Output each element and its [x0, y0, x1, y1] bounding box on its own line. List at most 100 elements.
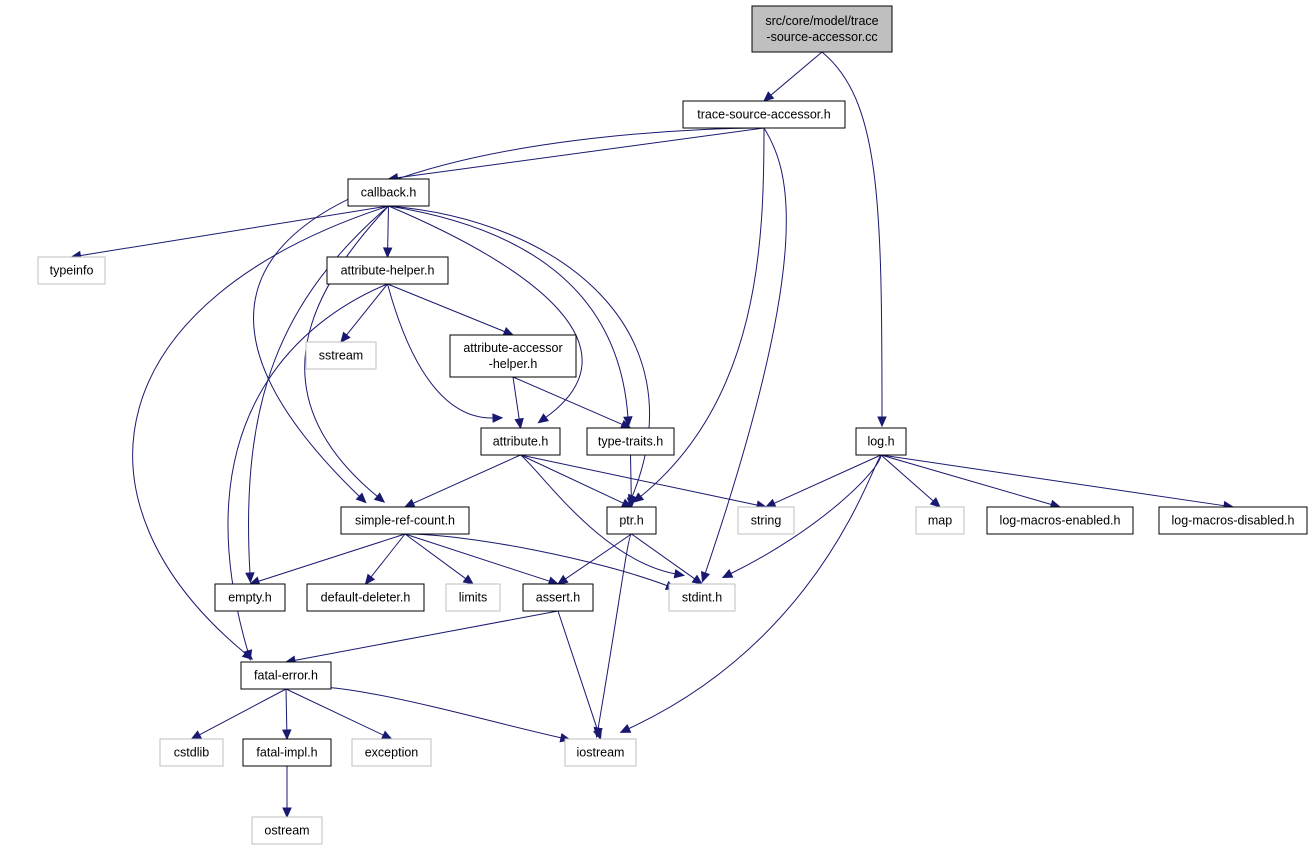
edge-type_traits_h-to-ptr_h	[626, 454, 637, 509]
node-box	[855, 427, 907, 456]
node-box	[242, 738, 332, 767]
node-label: log-macros-disabled.h	[1172, 514, 1295, 528]
node-log-md-h[interactable]: log-macros-disabled.h	[1158, 506, 1308, 535]
node-box	[347, 178, 430, 207]
edge-assert_h-to-fatal_error_h	[284, 610, 559, 665]
node-label: -source-accessor.cc	[766, 30, 877, 44]
edge-root-to-tsa_h	[763, 51, 823, 102]
node-label: cstdlib	[174, 746, 209, 760]
node-box	[251, 816, 323, 845]
edge-simple_ref_h-to-stdint_h	[404, 533, 677, 590]
edge-assert_h-to-iostream	[557, 610, 603, 741]
node-box	[449, 334, 577, 378]
node-label: stdint.h	[682, 591, 722, 605]
edge-log_h-to-stdint_h	[721, 454, 882, 579]
node-default-deleter-h[interactable]: default-deleter.h	[306, 583, 425, 612]
edge-root-to-log_h	[821, 51, 887, 428]
node-label: fatal-impl.h	[256, 746, 317, 760]
node-label: map	[928, 514, 952, 528]
node-fatal-error-h[interactable]: fatal-error.h	[240, 661, 332, 690]
edge-attr_helper_h-to-attribute_h	[387, 283, 504, 423]
node-label: default-deleter.h	[321, 591, 411, 605]
node-box	[915, 506, 965, 535]
node-box	[668, 583, 736, 612]
node-label: fatal-error.h	[254, 669, 318, 683]
edge-callback_h-to-attribute_h	[388, 205, 583, 424]
node-label: exception	[365, 746, 419, 760]
node-sstream: sstream	[305, 341, 377, 370]
node-label: string	[751, 514, 782, 528]
node-empty-h[interactable]: empty.h	[214, 583, 286, 612]
node-string: string	[737, 506, 795, 535]
node-ptr-h[interactable]: ptr.h	[606, 506, 657, 535]
node-box	[445, 583, 501, 612]
edge-callback_h-to-type_traits_h	[388, 205, 633, 428]
edge-attribute_h-to-simple_ref_h	[403, 454, 521, 508]
node-label: attribute-helper.h	[341, 264, 435, 278]
node-assert-h[interactable]: assert.h	[522, 583, 594, 612]
node-box	[751, 5, 893, 53]
node-label: trace-source-accessor.h	[697, 108, 830, 122]
node-box	[37, 256, 106, 285]
edge-log_h-to-iostream	[619, 454, 882, 733]
node-typeinfo: typeinfo	[37, 256, 106, 285]
node-log-me-h[interactable]: log-macros-enabled.h	[986, 506, 1134, 535]
edge-attr_helper_h-to-fatal_error_h	[227, 283, 388, 661]
node-box	[214, 583, 286, 612]
edge-fatal_error_h-to-exception	[285, 688, 393, 740]
node-label: src/core/model/trace	[765, 14, 878, 28]
node-label: attribute-accessor	[463, 341, 562, 355]
node-box	[522, 583, 594, 612]
node-label: ptr.h	[619, 514, 643, 528]
node-label: typeinfo	[50, 264, 94, 278]
edge-simple_ref_h-to-empty_h	[248, 533, 406, 586]
node-attr-acc-helper-h[interactable]: attribute-accessor-helper.h	[449, 334, 577, 378]
edge-attr_acc_helper_h-to-type_traits_h	[512, 376, 632, 429]
nodes-layer: src/core/model/trace -source-accessor.cc t…	[37, 5, 1308, 845]
node-box	[480, 427, 561, 456]
edge-tsa_h-to-callback_h	[387, 127, 765, 183]
node-root[interactable]: src/core/model/trace -source-accessor.cc	[751, 5, 893, 53]
node-box	[1158, 506, 1308, 535]
edge-log_h-to-map	[880, 454, 941, 508]
edge-attribute_h-to-stdint_h	[520, 454, 686, 579]
edge-callback_h-to-attr_helper_h	[382, 205, 393, 259]
node-label: ostream	[264, 824, 309, 838]
node-type-traits-h[interactable]: type-traits.h	[586, 427, 675, 456]
node-box	[606, 506, 657, 535]
edge-fatal_error_h-to-cstdlib	[190, 688, 287, 740]
node-label: limits	[459, 591, 487, 605]
node-box	[240, 661, 332, 690]
node-box	[351, 738, 432, 767]
node-attribute-h[interactable]: attribute.h	[480, 427, 561, 456]
node-label: empty.h	[228, 591, 272, 605]
edge-attribute_h-to-ptr_h	[520, 454, 633, 508]
node-stdint-h: stdint.h	[668, 583, 736, 612]
node-callback-h[interactable]: callback.h	[347, 178, 430, 207]
node-label: sstream	[319, 349, 363, 363]
node-label: simple-ref-count.h	[355, 514, 455, 528]
edge-fatal_error_h-to-iostream	[285, 685, 572, 743]
edge-tsa_h-to-stdint_h	[700, 127, 787, 583]
node-label: log-macros-enabled.h	[1000, 514, 1121, 528]
node-simple-ref-h[interactable]: simple-ref-count.h	[340, 506, 470, 535]
node-box	[340, 506, 470, 535]
edge-log_h-to-log_me_h	[880, 454, 1062, 509]
node-attr-helper-h[interactable]: attribute-helper.h	[326, 256, 449, 285]
node-box	[586, 427, 675, 456]
node-fatal-impl-h[interactable]: fatal-impl.h	[242, 738, 332, 767]
edge-callback_h-to-empty_h	[245, 205, 389, 584]
node-box	[682, 100, 846, 129]
edge-fatal_error_h-to-fatal_impl_h	[282, 688, 292, 741]
node-box	[326, 256, 449, 285]
node-tsa-h[interactable]: trace-source-accessor.h	[682, 100, 846, 129]
node-box	[159, 738, 224, 767]
node-label: attribute.h	[493, 435, 549, 449]
edge-simple_ref_h-to-assert_h	[404, 533, 560, 586]
node-log-h[interactable]: log.h	[855, 427, 907, 456]
node-ostream: ostream	[251, 816, 323, 845]
node-label: type-traits.h	[598, 435, 663, 449]
node-map: map	[915, 506, 965, 535]
edge-simple_ref_h-to-limits	[404, 533, 474, 585]
